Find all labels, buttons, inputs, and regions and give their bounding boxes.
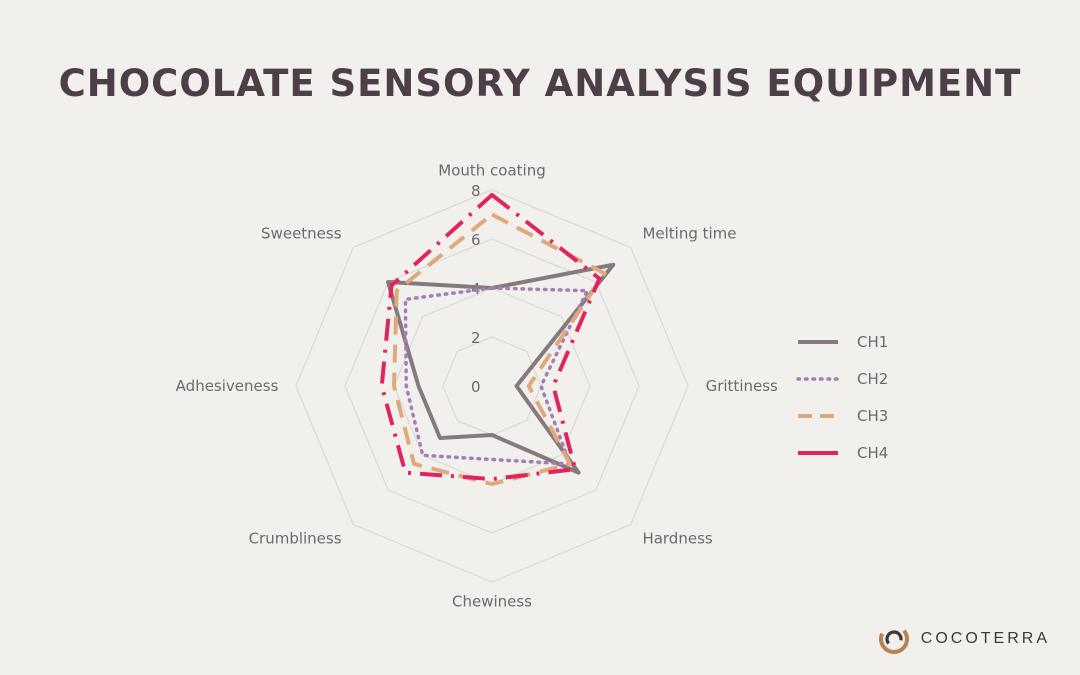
series-ch2-line	[403, 286, 590, 466]
legend-label: CH2	[857, 370, 888, 388]
tick-label: 0	[471, 378, 481, 396]
data-series	[379, 192, 616, 486]
legend-label: CH1	[857, 333, 888, 351]
axis-label: Grittiness	[706, 377, 778, 395]
grid-ring	[442, 336, 542, 436]
axis-label: Sweetness	[261, 225, 342, 243]
page-title: CHOCOLATE SENSORY ANALYSIS EQUIPMENT	[58, 62, 1022, 105]
grid-ring	[295, 189, 689, 583]
legend-item-ch1[interactable]: CH1	[798, 333, 888, 351]
legend-label: CH3	[857, 407, 888, 425]
tick-label: 6	[471, 231, 481, 249]
legend-item-ch3[interactable]: CH3	[798, 407, 888, 425]
series-ch4-line	[379, 192, 602, 482]
axis-label: Mouth coating	[438, 161, 545, 179]
legend-item-ch2[interactable]: CH2	[796, 370, 888, 388]
grid-ring	[393, 287, 591, 485]
axis-label: Hardness	[642, 529, 712, 547]
tick-label: 8	[471, 182, 481, 200]
axis-label: Crumbliness	[249, 529, 342, 547]
axis-label: Adhesiveness	[176, 377, 279, 395]
radar-grid	[295, 189, 689, 583]
cocoterra-logo-icon	[878, 624, 909, 654]
brand-name: COCOTERRA	[920, 630, 1050, 647]
tick-label: 2	[471, 329, 481, 347]
grid-ring	[344, 238, 640, 534]
legend-item-ch4[interactable]: CH4	[798, 444, 888, 462]
legend-label: CH4	[857, 444, 888, 462]
brand-logo: COCOTERRA	[877, 622, 1050, 656]
axis-label: Melting time	[642, 225, 736, 243]
axis-label: Chewiness	[452, 593, 532, 611]
series-ch3-line	[392, 212, 607, 486]
